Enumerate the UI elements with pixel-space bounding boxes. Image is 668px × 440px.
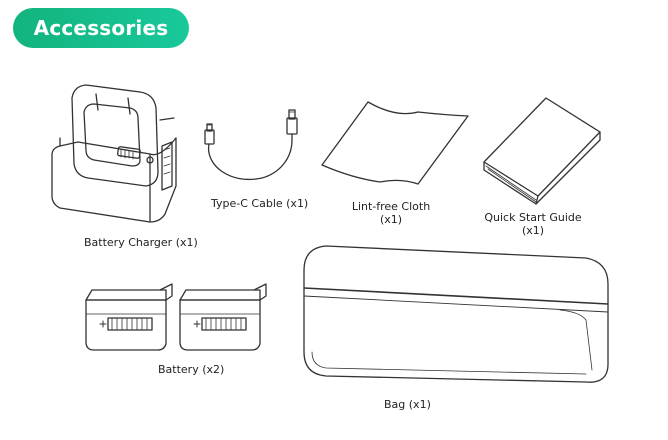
battery-image-2 [179, 283, 267, 351]
lint-free-cloth-image [321, 101, 469, 185]
quick-start-guide-label: Quick Start Guide (x1) [483, 211, 583, 237]
type-c-cable-label: Type-C Cable (x1) [211, 197, 309, 210]
quick-start-guide-qty: (x1) [521, 224, 545, 237]
lint-free-cloth-label: Lint-free Cloth (x1) [348, 200, 434, 226]
bag-label: Bag (x1) [384, 398, 431, 411]
lint-free-cloth-name: Lint-free Cloth [351, 200, 431, 213]
battery-label: Battery (x2) [158, 363, 225, 376]
type-c-cable-image [204, 109, 298, 180]
battery-charger-label: Battery Charger (x1) [84, 236, 198, 249]
battery-charger-image [51, 84, 177, 223]
bag-image [303, 245, 609, 383]
section-title-badge: Accessories [13, 8, 189, 48]
lint-free-cloth-qty: (x1) [379, 213, 403, 226]
section-title: Accessories [33, 16, 169, 40]
quick-start-guide-name: Quick Start Guide [484, 211, 582, 224]
quick-start-guide-image [483, 97, 601, 205]
battery-image-1 [85, 283, 173, 351]
